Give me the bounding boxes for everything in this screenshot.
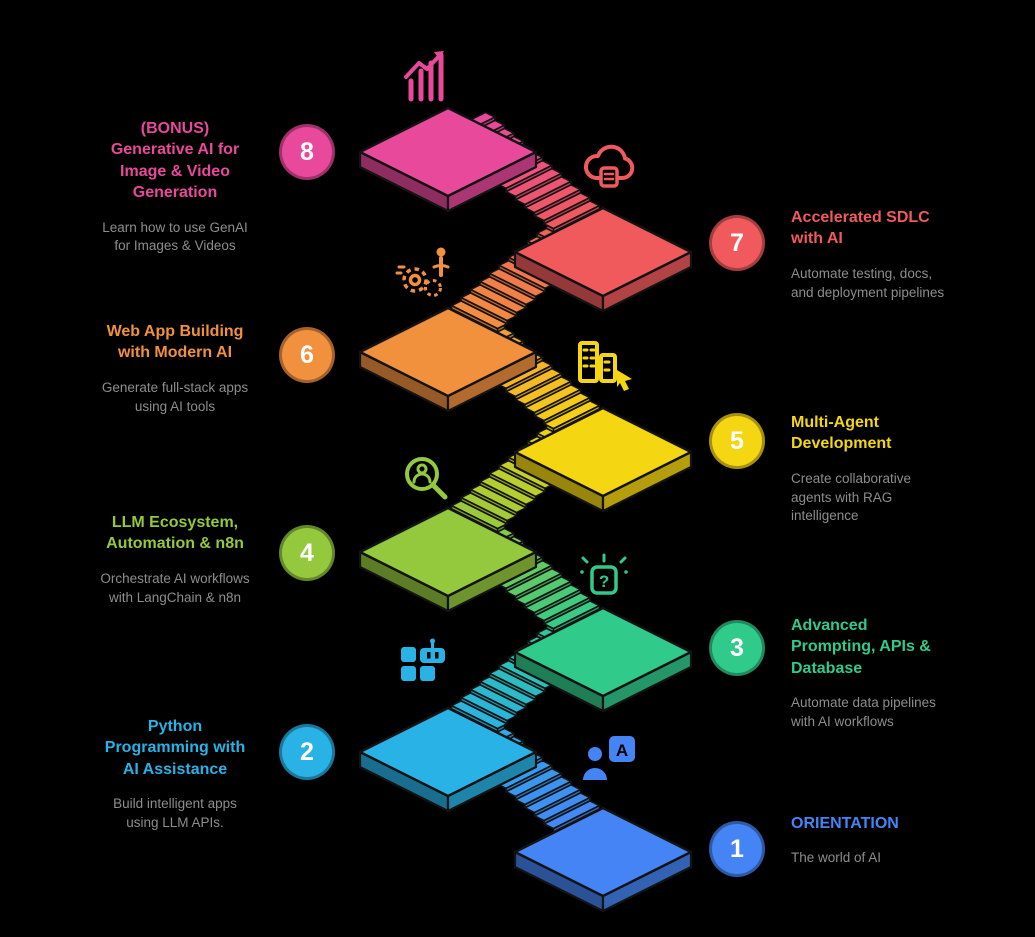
platform-top-step-3 — [513, 606, 693, 698]
step-title: Accelerated SDLC with AI — [791, 209, 930, 248]
step-4-label: LLM Ecosystem, Automation & n8n Orchestr… — [80, 512, 270, 607]
step-title: ORIENTATION — [791, 815, 899, 832]
step-6-label: Web App Building with Modern AI Generate… — [80, 321, 270, 416]
step-5-label: Multi-Agent Development Create collabora… — [791, 412, 1003, 526]
platform-top-step-4 — [358, 506, 538, 598]
step-number-text: 4 — [300, 538, 314, 567]
person-translate-icon: A — [583, 736, 635, 780]
step-7-number: 7 — [709, 215, 765, 271]
step-number-text: 5 — [730, 426, 744, 455]
talent-search-icon — [405, 457, 448, 500]
staircase-layer — [358, 106, 693, 913]
step-8-label: (BONUS) Generative AI for Image & Video … — [80, 118, 270, 256]
step-subtitle: Create collaborative agents with RAG int… — [791, 470, 912, 524]
step-number-text: 8 — [300, 137, 314, 166]
automation-gears-icon — [395, 247, 450, 297]
step-title: LLM Ecosystem, Automation & n8n — [106, 514, 244, 553]
a-glyph: A — [616, 741, 628, 760]
step-5-number: 5 — [709, 413, 765, 469]
step-1-label: ORIENTATION The world of AI — [791, 813, 1003, 868]
step-subtitle: Automate data pipelines with AI workflow… — [791, 695, 936, 729]
step-number-text: 7 — [730, 228, 744, 257]
step-title: Python Programming with AI Assistance — [104, 718, 246, 778]
step-title: Multi-Agent Development — [791, 414, 892, 453]
building-cursor-icon — [578, 341, 632, 391]
step-3-number: 3 — [709, 620, 765, 676]
apps-robot-icon — [401, 638, 445, 681]
step-4-number: 4 — [279, 525, 335, 581]
platform-top-step-2 — [358, 706, 538, 798]
step-subtitle: Build intelligent apps using LLM APIs. — [113, 796, 237, 830]
platform-top-step-8 — [358, 106, 538, 198]
step-2-number: 2 — [279, 724, 335, 780]
step-2-label: Python Programming with AI Assistance Bu… — [80, 716, 270, 833]
cloud-sync-icon — [583, 144, 635, 188]
platform-top-step-1 — [513, 806, 693, 898]
step-3-label: Advanced Prompting, APIs & Database Auto… — [791, 615, 1003, 732]
step-title: Web App Building with Modern AI — [106, 323, 244, 362]
step-number-text: 3 — [730, 633, 744, 662]
question-spark-icon: ? — [580, 553, 628, 595]
step-number-text: 1 — [730, 834, 744, 863]
step-8-number: 8 — [279, 124, 335, 180]
step-title: (BONUS) Generative AI for Image & Video … — [110, 120, 240, 202]
step-subtitle: Automate testing, docs, and deployment p… — [791, 265, 945, 300]
step-7-label: Accelerated SDLC with AI Automate testin… — [791, 207, 1003, 302]
step-subtitle: Generate full-stack apps using AI tools — [101, 379, 249, 414]
step-number-text: 2 — [300, 737, 314, 766]
platform-top-step-6 — [358, 306, 538, 398]
step-1-number: 1 — [709, 821, 765, 877]
growth-chart-icon — [404, 51, 444, 102]
platform-top-step-5 — [513, 406, 693, 498]
step-subtitle: The world of AI — [791, 850, 882, 866]
question-glyph: ? — [599, 572, 609, 591]
step-6-number: 6 — [279, 327, 335, 383]
step-title: Advanced Prompting, APIs & Database — [791, 617, 931, 677]
step-subtitle: Orchestrate AI workflows with LangChain … — [100, 570, 250, 605]
step-number-text: 6 — [300, 340, 314, 369]
step-subtitle: Learn how to use GenAI for Images & Vide… — [102, 219, 248, 254]
platform-top-step-7 — [513, 206, 693, 298]
